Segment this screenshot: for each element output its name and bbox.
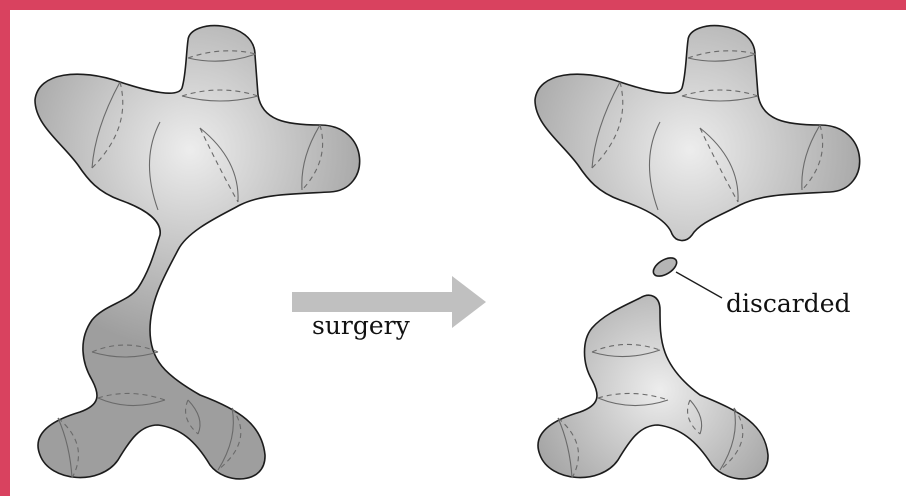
surface-after-bottom [538,295,768,479]
discarded-piece [650,254,722,298]
arrow-head [452,276,486,328]
surgery-diagram: surgery discarded [10,10,906,496]
arrow-label: surgery [312,311,411,340]
figure-canvas: surgery discarded [10,10,906,496]
surface-after-top [535,26,860,241]
leader-line [676,272,722,298]
surface-before [35,26,360,479]
discarded-label: discarded [726,289,851,318]
arrow-shaft [292,292,454,312]
